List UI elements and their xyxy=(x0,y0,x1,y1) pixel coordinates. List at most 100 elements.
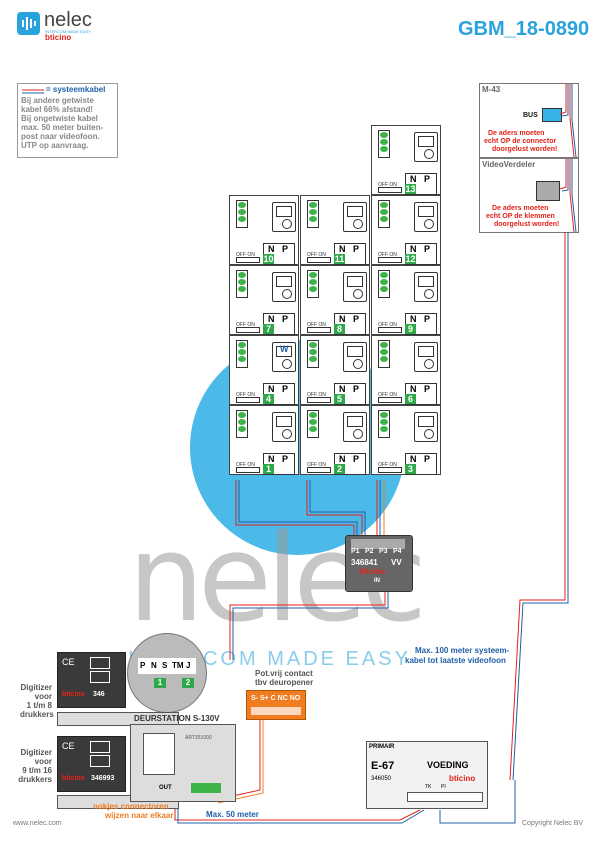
apartment-number: 1 xyxy=(263,464,274,474)
apartment-number: 13 xyxy=(405,184,416,194)
note-line: Bij andere getwiste xyxy=(21,96,94,105)
terminal-connector-icon xyxy=(378,340,390,368)
offon-switch xyxy=(236,397,260,403)
doorstation-code: ART351000 xyxy=(185,735,212,741)
offon-label: OFF ON xyxy=(307,252,326,258)
n-label: N xyxy=(410,384,417,394)
offon-label: OFF ON xyxy=(236,462,255,468)
apartment-number: 10 xyxy=(263,254,274,264)
digitizer1-code: 346 xyxy=(93,691,105,698)
videophone-icon xyxy=(414,412,438,442)
note-box: = systeemkabel Bij andere getwiste kabel… xyxy=(17,83,118,158)
offon-switch xyxy=(378,467,402,473)
digitizer-1-terminal-strip xyxy=(57,712,179,726)
n-label: N xyxy=(410,454,417,464)
connector-zoom: P N S TM J 1 2 xyxy=(127,633,207,713)
videophone-icon xyxy=(414,132,438,162)
digitizer-brand: bticino xyxy=(62,691,85,698)
port-label: P3 xyxy=(379,548,388,555)
offon-switch xyxy=(378,187,402,193)
videoverdeler-terminal-icon xyxy=(536,181,560,201)
digitizer-2: CE bticino 346993 xyxy=(57,736,126,792)
footer-copyright: Copyright Nelec BV xyxy=(522,820,584,827)
offon-switch xyxy=(378,397,402,403)
apartment-number: 6 xyxy=(405,394,416,404)
offon-label: OFF ON xyxy=(378,182,397,188)
apartment-number: 7 xyxy=(263,324,274,334)
offon-label: OFF ON xyxy=(236,322,255,328)
digitizer-brand: bticino xyxy=(62,775,85,782)
bticino-logo: bticino xyxy=(45,33,72,42)
psu-label: VOEDING xyxy=(427,760,469,770)
contact-line: Pot.vrij contact xyxy=(255,669,313,678)
digitizer1-line: drukkers xyxy=(20,710,54,719)
offon-switch xyxy=(236,327,260,333)
digitizer2-line: drukkers xyxy=(18,775,52,784)
nokjes-line: nokjes connectoren xyxy=(93,802,169,811)
apartment-number: 12 xyxy=(405,254,416,264)
apartment-number: 9 xyxy=(405,324,416,334)
nelec-logo-icon xyxy=(17,12,40,35)
offon-switch xyxy=(307,327,331,333)
contact-line: tbv deuropener xyxy=(255,678,314,687)
port-label: P2 xyxy=(365,548,374,555)
offon-label: OFF ON xyxy=(307,392,326,398)
m43-box: M-43 BUS De aders moeten echt OP de conn… xyxy=(479,83,579,158)
cable-note-line: Max. 100 meter systeem- xyxy=(415,646,510,655)
terminal-connector-icon xyxy=(236,270,248,298)
offon-label: OFF ON xyxy=(236,392,255,398)
offon-label: OFF ON xyxy=(378,252,397,258)
power-supply-e67: PRIMAIR E-67 VOEDING 346050 bticino TK P… xyxy=(366,741,488,809)
digitizer2-line: Digitizer xyxy=(20,748,52,757)
videophone-icon xyxy=(272,272,296,302)
note-line: kabel 66% afstand! xyxy=(21,105,94,114)
port-label: P4 xyxy=(393,548,402,555)
m43-title: M-43 xyxy=(482,85,501,94)
digitizer1-line: 1 t/m 8 xyxy=(26,701,52,710)
psu-brand: bticino xyxy=(449,774,476,783)
videoverdeler-line: doorgelust worden! xyxy=(494,221,560,228)
zoom-num1: 1 xyxy=(154,678,166,688)
videophone-icon xyxy=(343,272,367,302)
digitizer-1: CE bticino 346 xyxy=(57,652,126,708)
n-label: N xyxy=(268,384,275,394)
offon-label: OFF ON xyxy=(378,322,397,328)
terminal-connector-icon xyxy=(378,130,390,158)
brand-subtitle: INTERCOM MADE EASY xyxy=(45,29,91,34)
note-line: post naar videofoon. xyxy=(21,132,100,141)
offon-label: OFF ON xyxy=(236,252,255,258)
videophone-icon xyxy=(414,342,438,372)
contact-terminals: S- S+ C NC NO xyxy=(251,695,301,702)
note-line: max. 50 meter buiten- xyxy=(21,123,104,132)
p-label: P xyxy=(282,314,289,324)
note-line: Bij ongetwiste kabel xyxy=(21,114,98,123)
apartment-number: 8 xyxy=(334,324,345,334)
videoverdeler-box: VideoVerdeler De aders moeten echt OP de… xyxy=(479,158,579,233)
m43-line: echt OP de connector xyxy=(484,138,557,145)
p-label: P xyxy=(353,244,360,254)
max-50-label: Max. 50 meter xyxy=(206,810,259,819)
distributor-brand: bticino xyxy=(359,567,386,576)
p-label: P xyxy=(424,244,431,254)
n-label: N xyxy=(410,244,417,254)
zoom-num2: 2 xyxy=(182,678,194,688)
videoverdeler-title: VideoVerdeler xyxy=(482,160,536,169)
zoom-label: N xyxy=(151,661,157,670)
footer-url[interactable]: www.nelec.com xyxy=(13,820,62,827)
terminal-connector-icon xyxy=(307,410,319,438)
p-label: P xyxy=(353,454,360,464)
offon-label: OFF ON xyxy=(307,322,326,328)
p-label: P xyxy=(424,174,431,184)
offon-label: OFF ON xyxy=(378,392,397,398)
psu-primair: PRIMAIR xyxy=(369,744,395,750)
offon-switch xyxy=(236,257,260,263)
psu-pi: PI xyxy=(441,784,446,790)
brand-name: nelec xyxy=(44,9,92,31)
